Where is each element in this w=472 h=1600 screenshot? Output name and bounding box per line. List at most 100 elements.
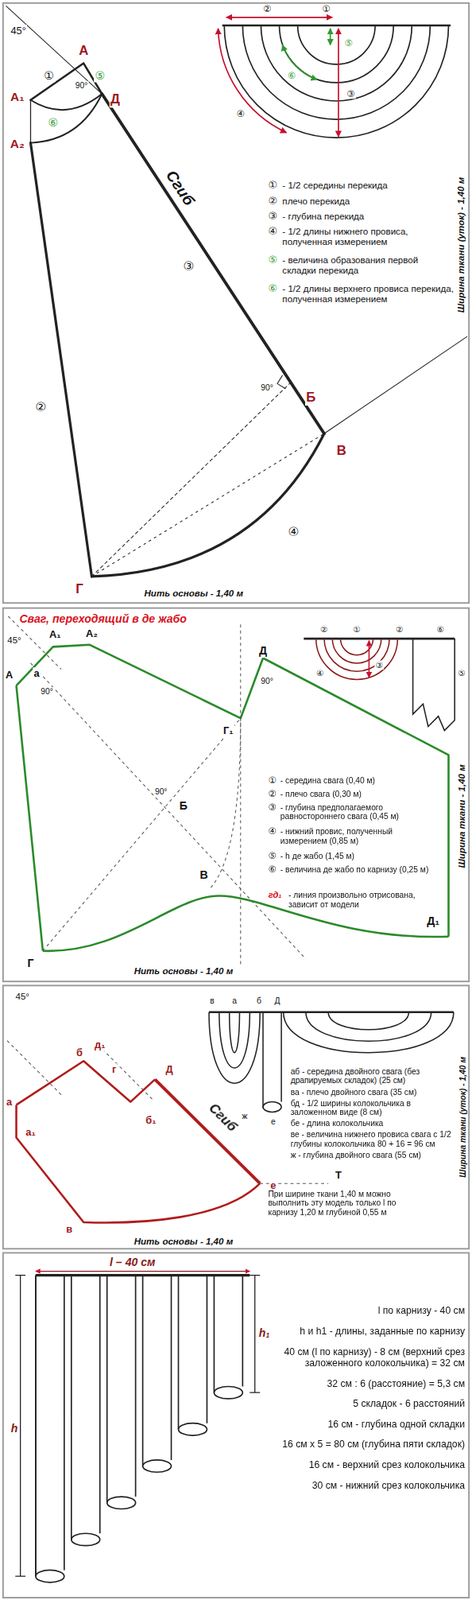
point-letter: а₁ <box>24 1125 37 1138</box>
cascade-sketch <box>35 1568 65 1581</box>
point-letter: в <box>65 1222 74 1235</box>
point-letter: Г <box>26 955 35 969</box>
jabot-pattern <box>16 644 449 951</box>
callout-number: ① <box>352 624 362 635</box>
swag-sketch <box>329 28 332 46</box>
double-swag-pattern <box>16 1060 261 1222</box>
point-letter: ж <box>240 1110 248 1121</box>
callout-number: ⑤ <box>266 850 278 861</box>
panel-frame <box>3 984 469 1248</box>
swag-pattern <box>30 93 102 144</box>
legend-text: 30 см - нижний срез колокольчика <box>280 1479 466 1491</box>
legend-text: 32 см : 6 (расстояние) = 5,3 см <box>280 1377 466 1389</box>
point-letter: а <box>5 1094 14 1107</box>
legend-text: ж - глубина двойного свага (55 см) <box>289 1149 455 1160</box>
construction-line <box>239 623 241 964</box>
swag-sketch <box>218 17 452 138</box>
callout-number: ② <box>266 194 279 207</box>
point-letter: А₁ <box>48 628 62 641</box>
legend-text: бе - длина колокольчика <box>289 1118 455 1128</box>
legend-text: бд - 1/2 ширины колокольчика в заложенно… <box>289 1098 455 1118</box>
panel-frame <box>3 607 469 982</box>
callout-number: ② <box>262 3 273 15</box>
construction-line <box>30 662 306 959</box>
legend-text: - 1/2 середины перекида <box>281 180 455 191</box>
panel-frame <box>3 3 469 1597</box>
fold-label: Сгиб <box>162 166 199 209</box>
callout-number: ② <box>34 400 47 415</box>
jabot-sketch <box>303 638 455 730</box>
callout-number: ④ <box>315 668 325 678</box>
callout-number: ① <box>266 774 278 786</box>
point-letter: в <box>208 995 216 1006</box>
swag-pattern <box>91 382 291 577</box>
callout-number: ⑥ <box>435 624 445 635</box>
swag-sketch <box>222 24 451 28</box>
point-letter: Г <box>74 581 85 597</box>
angle-mark: 90° <box>259 676 275 686</box>
angle-mark: 45° <box>6 634 23 646</box>
cascade-sketch <box>71 1274 101 1539</box>
callout-number: ⑥ <box>286 69 297 81</box>
angle-mark: 90° <box>39 686 55 697</box>
legend-text: - 1/2 длины верхнего провиса перекида, п… <box>281 283 455 306</box>
point-letter: А <box>4 669 15 681</box>
double-swag-pattern <box>154 1078 260 1183</box>
swag-pattern <box>30 100 31 144</box>
callout-number: ① <box>321 3 332 15</box>
double-swag-sketch <box>263 1101 282 1112</box>
cascade-sketch <box>143 1458 172 1471</box>
cascade-sketch <box>71 1532 101 1544</box>
point-letter: а <box>231 995 238 1006</box>
point-letter: г <box>111 1062 118 1075</box>
legend-text: При ширине ткани 1,40 м можно выполнить … <box>266 1188 422 1217</box>
cascade-sketch <box>178 1422 208 1435</box>
dimension-note: Нить основы - 1,40 м <box>132 965 234 976</box>
point-letter: h₁ <box>258 1325 271 1339</box>
angle-mark: 90° <box>259 383 275 393</box>
dimension-note: Ширина ткани (уток) - 1,40 м <box>458 1055 469 1178</box>
angle-mark: 90° <box>154 786 169 797</box>
swag-sketch <box>337 28 340 137</box>
callout-number: ④ <box>266 825 278 836</box>
cascade-sketch <box>15 1270 260 1582</box>
cascade-sketch <box>213 1274 243 1393</box>
double-swag-sketch <box>283 1011 454 1053</box>
swag-pattern <box>6 6 103 94</box>
jabot-pattern <box>16 684 43 951</box>
dimension-note: Нить основы - 1,40 м <box>132 1235 234 1246</box>
point-letter: Д₁ <box>425 913 441 927</box>
dimension-note: Ширина ткани (уток) - 1,40 м <box>455 175 466 314</box>
jabot-sketch <box>413 638 456 730</box>
swag-pattern <box>6 6 468 577</box>
callout-number: ③ <box>374 660 384 670</box>
callout-number: ③ <box>266 209 279 222</box>
callout-number: ② <box>319 624 329 635</box>
point-letter: Д <box>258 643 269 657</box>
legend-text: - величина образования первой складки пе… <box>281 255 455 277</box>
legend-text: 16 см - верхний срез колокольчика <box>280 1458 466 1471</box>
point-letter: А <box>77 43 90 59</box>
cascade-sketch <box>143 1274 172 1466</box>
cascade-sketch <box>35 1274 65 1575</box>
legend-text: - нижний провис, полученный измерением (… <box>279 826 440 846</box>
swag-pattern <box>30 93 102 110</box>
point-letter: А₁ <box>9 90 26 105</box>
dimension-note: Нить основы - 1,40 м <box>143 588 244 599</box>
angle-mark: 90° <box>74 81 89 91</box>
point-letter: б₁ <box>144 1113 158 1126</box>
swag-pattern <box>324 336 468 434</box>
jabot-sketch <box>368 640 371 678</box>
callout-number: ① <box>42 69 55 82</box>
point-letter: В <box>198 868 209 882</box>
legend-text: h и h1 - длины, заданные по карнизу <box>280 1325 466 1337</box>
point-letter: Д <box>273 995 282 1006</box>
point-letter: А₂ <box>85 626 100 639</box>
construction-line <box>208 717 241 890</box>
legend-text: - плечо свага (0,30 м) <box>279 789 440 799</box>
legend-text: - величина де жабо по карнизу (0,25 м) <box>279 864 440 875</box>
point-letter: б <box>75 1046 85 1059</box>
angle-mark: 45° <box>9 24 28 37</box>
construction-line <box>42 717 241 951</box>
cascade-sketch <box>35 1269 250 1271</box>
